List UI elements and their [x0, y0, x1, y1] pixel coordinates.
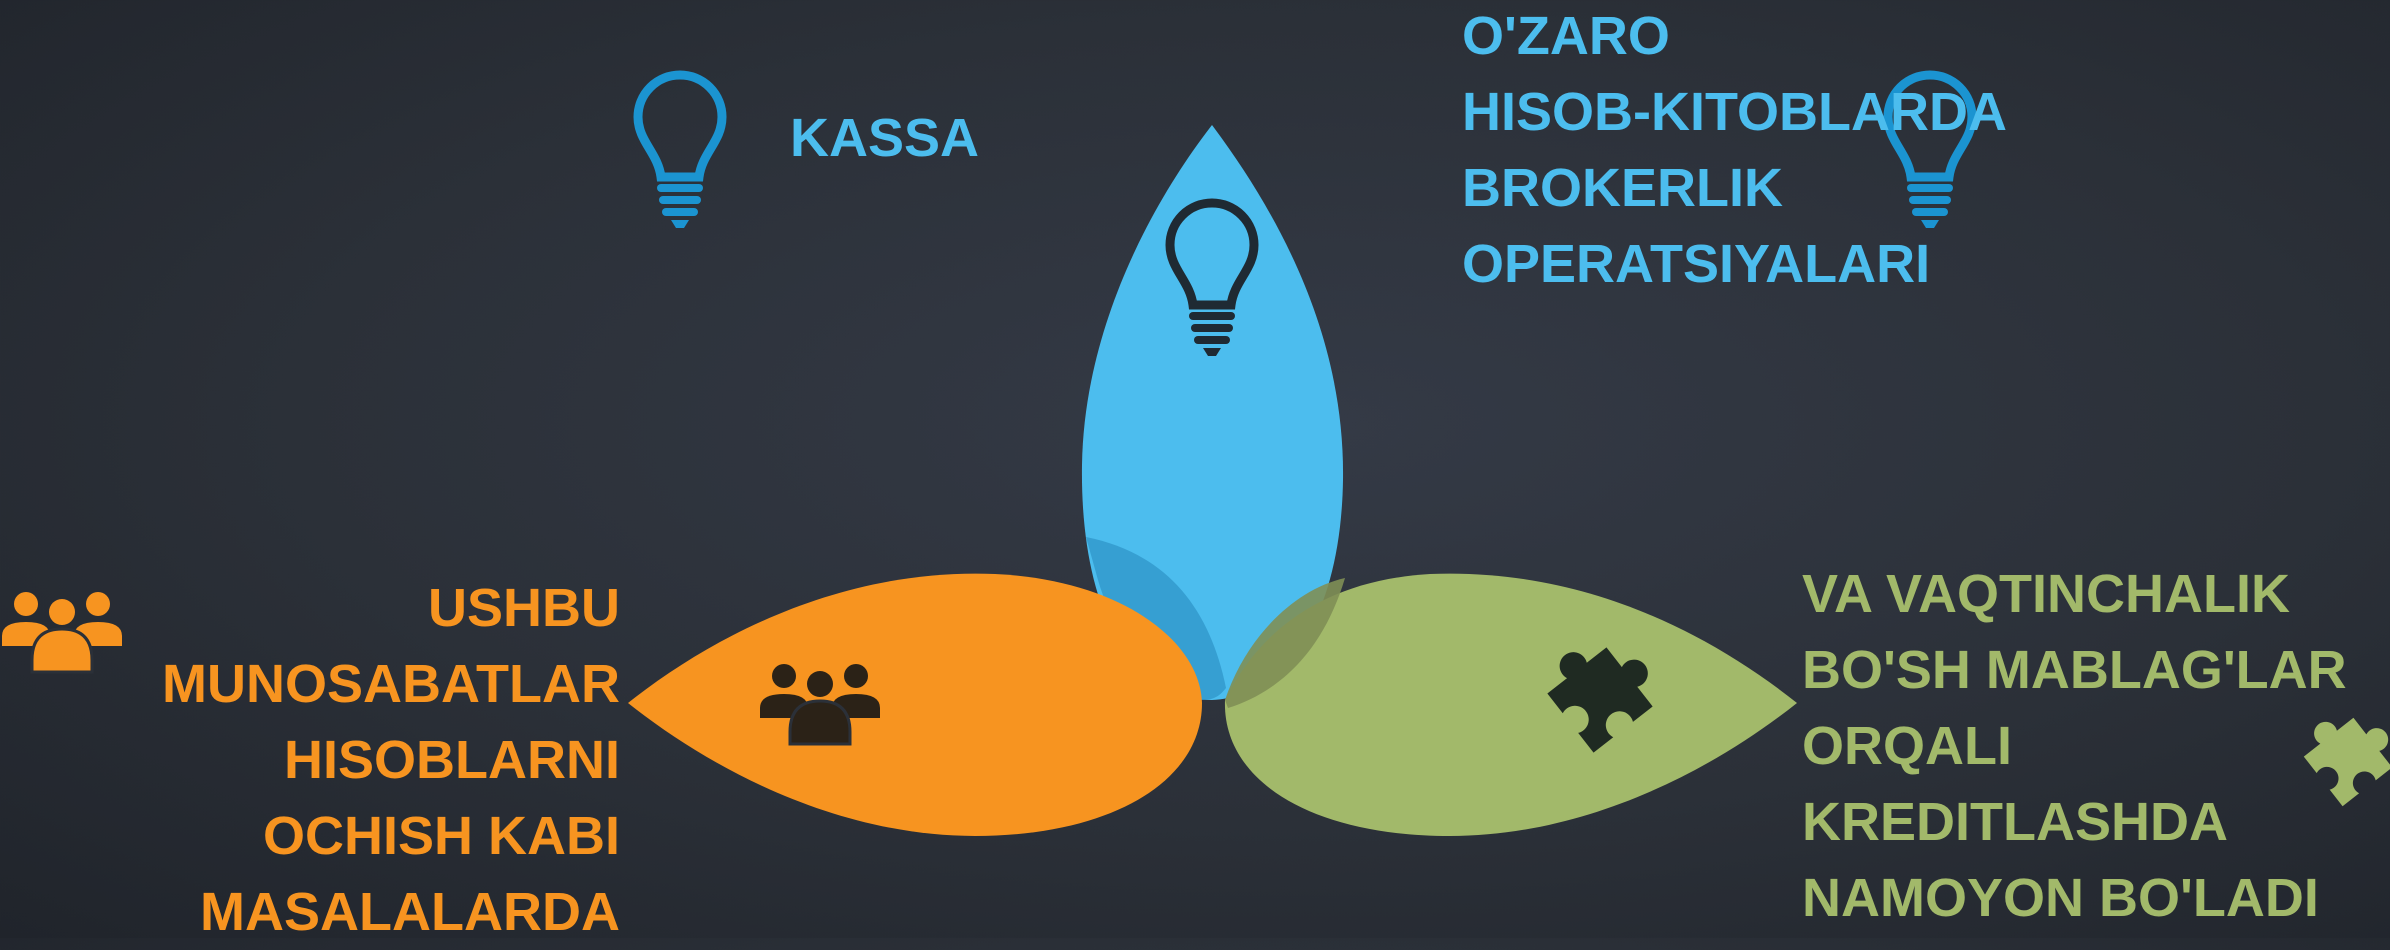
label-line: BO'SH MABLAG'LAR — [1802, 640, 2347, 700]
label-line: BROKERLIK — [1462, 158, 1783, 218]
green-petal-shadow — [1225, 578, 1345, 708]
people-group-icon — [0, 590, 124, 674]
label-line: OCHISH KABI — [262, 806, 620, 866]
label-line: O'ZARO — [1462, 6, 1670, 66]
blue-petal — [1081, 125, 1344, 700]
blue-petal-shadow — [1086, 537, 1226, 700]
label-line: HISOBLARNI — [284, 730, 620, 790]
label-line: USHBU — [427, 578, 620, 638]
lightbulb-icon — [638, 75, 722, 228]
orange-petal — [628, 573, 1202, 836]
right-label: VA VAQTINCHALIK BO'SH MABLAG'LAR ORQALI … — [1802, 556, 2347, 936]
kassa-label: KASSA — [790, 100, 979, 176]
label-line: HISOB-KITOBLARDA — [1462, 82, 2007, 142]
label-line: VA VAQTINCHALIK — [1802, 564, 2290, 624]
top-right-label: O'ZARO HISOB-KITOBLARDA BROKERLIK OPERAT… — [1462, 0, 2007, 302]
label-line: KREDITLASHDA — [1802, 792, 2228, 852]
label-line: ORQALI — [1802, 716, 2012, 776]
label-line: MASALALARDA — [200, 882, 620, 942]
label-line: MUNOSABATLAR — [162, 654, 620, 714]
left-label: USHBU MUNOSABATLAR HISOBLARNI OCHISH KAB… — [162, 570, 620, 950]
label-line: NAMOYON BO'LADI — [1802, 868, 2319, 928]
label-line: OPERATSIYALARI — [1462, 234, 1931, 294]
green-petal — [1224, 573, 1797, 836]
kassa-label-line: KASSA — [790, 108, 980, 168]
